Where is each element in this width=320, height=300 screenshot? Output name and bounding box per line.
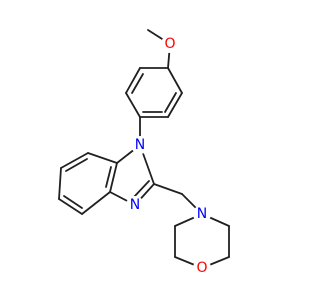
ring-bond bbox=[167, 92, 183, 118]
imidazole-n3-atom: N bbox=[126, 196, 144, 214]
benzo-ring bbox=[58, 152, 118, 215]
morpholine-oxygen-atom: O bbox=[193, 259, 211, 277]
morpholine-nitrogen-label: N bbox=[197, 206, 207, 222]
ring-bond bbox=[125, 67, 141, 94]
ring-bond bbox=[87, 152, 118, 164]
ring-bond bbox=[109, 162, 118, 193]
morpholine-oxygen-label: O bbox=[196, 260, 207, 276]
ring-bond bbox=[167, 67, 183, 94]
morpholine-nitrogen-atom: N bbox=[193, 205, 211, 223]
ring-bond bbox=[125, 92, 141, 118]
ring-double-bond bbox=[65, 158, 88, 172]
imidazole-n3-label: N bbox=[130, 197, 140, 213]
methoxy-oxygen-atom: O bbox=[161, 35, 179, 53]
molecule-structure: O N N N O bbox=[58, 29, 230, 277]
ring-bond bbox=[58, 167, 62, 200]
ring-double-bond bbox=[105, 166, 112, 188]
imidazole-ring bbox=[109, 144, 155, 206]
methoxyphenyl-ring bbox=[125, 67, 183, 118]
imidazole-n1-atom: N bbox=[131, 136, 149, 154]
imidazole-n1-label: N bbox=[135, 137, 145, 153]
ring-bond bbox=[81, 191, 111, 215]
methoxy-oxygen-label: O bbox=[164, 36, 175, 52]
ring-double-bond bbox=[63, 195, 83, 209]
ring-double-bond bbox=[164, 92, 177, 113]
ring-double-bond bbox=[132, 180, 150, 199]
ring-bond bbox=[60, 152, 89, 169]
ring-bond bbox=[58, 198, 83, 215]
c2-methylene-bond bbox=[153, 183, 183, 195]
ring-double-bond bbox=[131, 73, 144, 94]
